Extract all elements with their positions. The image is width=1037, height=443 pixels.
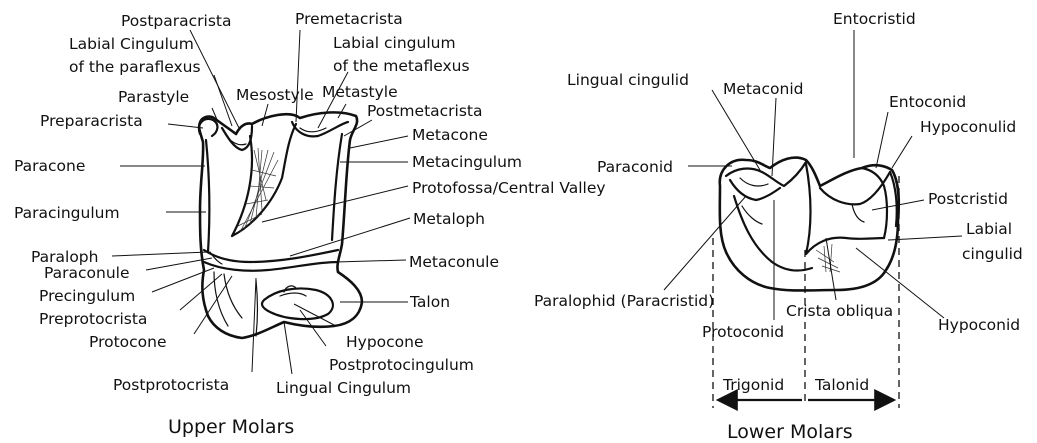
label-paraconid: Paraconid bbox=[597, 158, 673, 176]
label-talonid: Talonid bbox=[814, 376, 869, 394]
caption-upper-molars: Upper Molars bbox=[168, 416, 294, 438]
label-hypoconid: Hypoconid bbox=[938, 316, 1020, 334]
label-protoconid: Protoconid bbox=[702, 323, 784, 341]
label-postcristid: Postcristid bbox=[928, 190, 1008, 208]
label-hypoconulid: Hypoconulid bbox=[920, 118, 1016, 136]
label-crista-obliqua: Crista obliqua bbox=[786, 302, 893, 320]
label-postmetacrista: Postmetacrista bbox=[367, 102, 483, 120]
label-paracingulum: Paracingulum bbox=[14, 204, 120, 222]
label-entoconid: Entoconid bbox=[889, 93, 966, 111]
label-talon: Talon bbox=[409, 293, 450, 311]
label-preparacrista: Preparacrista bbox=[40, 112, 143, 130]
label-labial-cingulum-metaflexus-line2: of the metaflexus bbox=[333, 57, 470, 75]
label-paraconule: Paraconule bbox=[44, 264, 130, 282]
label-labial-cingulid-line2: cingulid bbox=[962, 245, 1023, 263]
label-metaloph: Metaloph bbox=[413, 210, 485, 228]
label-protocone: Protocone bbox=[89, 333, 167, 351]
label-preprotocrista: Preprotocrista bbox=[39, 310, 147, 328]
label-protofossa-central-valley: Protofossa/Central Valley bbox=[412, 179, 606, 197]
label-precingulum: Precingulum bbox=[39, 287, 135, 305]
label-lingual-cingulum: Lingual Cingulum bbox=[276, 379, 411, 397]
label-trigonid: Trigonid bbox=[722, 376, 784, 394]
label-premetacrista: Premetacrista bbox=[295, 10, 403, 28]
label-postprotocingulum: Postprotocingulum bbox=[329, 356, 474, 374]
lower-molar-drawing bbox=[720, 158, 899, 291]
label-hypocone: Hypocone bbox=[346, 333, 424, 351]
upper-molar-drawing bbox=[199, 112, 362, 338]
label-labial-cingulum-paraflexus-line1: Labial Cingulum bbox=[69, 35, 194, 53]
label-mesostyle: Mesostyle bbox=[236, 86, 314, 104]
label-postprotocrista: Postprotocrista bbox=[113, 376, 229, 394]
label-paralophid-paracristid: Paralophid (Paracristid) bbox=[534, 292, 714, 310]
label-labial-cingulid-line1: Labial bbox=[966, 220, 1012, 238]
caption-lower-molars: Lower Molars bbox=[727, 421, 853, 443]
label-labial-cingulum-paraflexus-line2: of the paraflexus bbox=[69, 58, 201, 76]
label-postparacrista: Postparacrista bbox=[121, 12, 232, 30]
label-entocristid: Entocristid bbox=[833, 10, 916, 28]
label-metacingulum: Metacingulum bbox=[412, 153, 522, 171]
label-metastyle: Metastyle bbox=[322, 83, 398, 101]
label-paracone: Paracone bbox=[14, 157, 85, 175]
upper-molar-outline bbox=[199, 112, 362, 338]
label-metacone: Metacone bbox=[412, 126, 488, 144]
label-parastyle: Parastyle bbox=[118, 88, 189, 106]
label-lingual-cingulid: Lingual cingulid bbox=[567, 71, 689, 89]
label-labial-cingulum-metaflexus-line1: Labial cingulum bbox=[333, 34, 456, 52]
label-metaconule: Metaconule bbox=[409, 253, 499, 271]
label-metaconid: Metaconid bbox=[723, 80, 803, 98]
